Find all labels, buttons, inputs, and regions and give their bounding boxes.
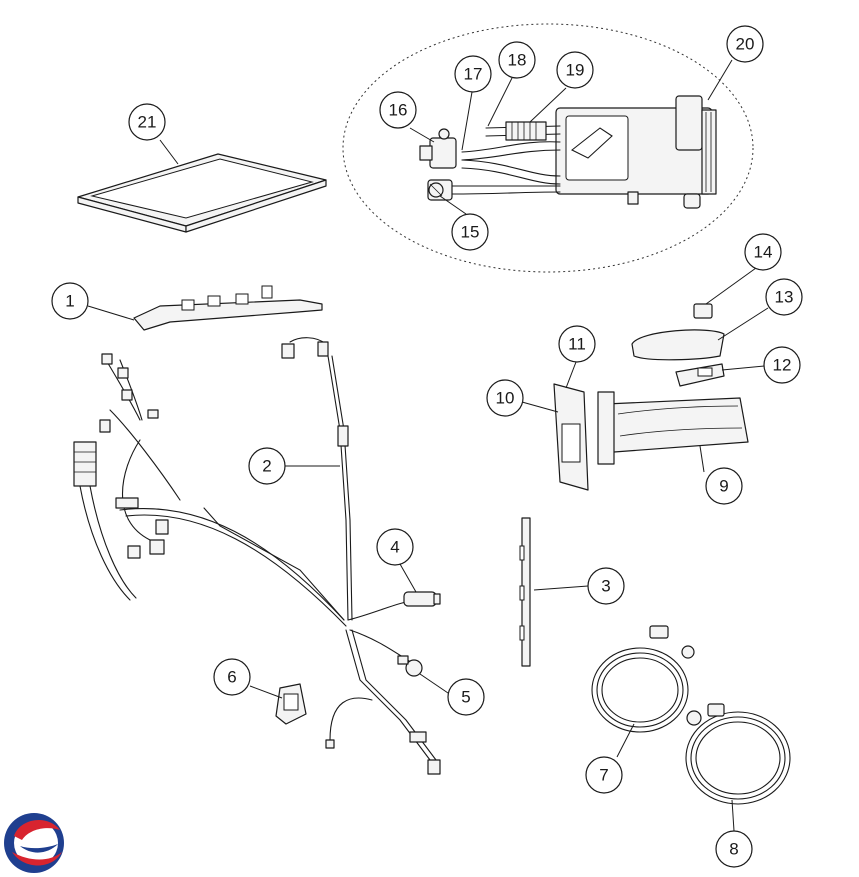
part-16-inlet-valve: [419, 128, 457, 169]
callout-label: 12: [773, 356, 792, 375]
callout-16: 16: [379, 91, 417, 129]
callout-6: 6: [213, 658, 251, 696]
callout-label: 2: [262, 457, 271, 476]
callout-12: 12: [763, 346, 801, 384]
callout-2: 2: [248, 447, 286, 485]
callout-label: 15: [461, 223, 480, 242]
leader-lines: [87, 59, 769, 832]
part-20-dispenser-housing: [555, 95, 717, 209]
callout-label: 8: [729, 840, 738, 859]
callout-label: 1: [65, 292, 74, 311]
part-6-door-lock: [275, 683, 307, 725]
logo-blue-swoosh: [20, 844, 58, 853]
callout-label: 10: [496, 389, 515, 408]
part-17-18-hoses: [449, 141, 561, 195]
callout-1: 1: [51, 282, 89, 320]
logo-red-swoosh-lower: [12, 852, 62, 866]
callout-label: 17: [464, 65, 483, 84]
part-5-pressure-switch: [397, 655, 423, 677]
callout-label: 21: [138, 113, 157, 132]
callout-label: 20: [736, 35, 755, 54]
assembly-20-boundary: [342, 23, 754, 273]
callout-13: 13: [765, 278, 803, 316]
callout-label: 14: [754, 243, 773, 262]
part-19-inlet-hose: [485, 121, 561, 141]
callout-5: 5: [447, 678, 485, 716]
brand-logo-icon: [4, 813, 64, 873]
callout-label: 13: [775, 288, 794, 307]
callout-7: 7: [585, 756, 623, 794]
part-9-drawer-housing: [597, 391, 749, 465]
callout-label: 19: [566, 61, 585, 80]
callout-label: 11: [568, 335, 586, 354]
callout-label: 4: [390, 538, 399, 557]
callout-17: 17: [454, 55, 492, 93]
callout-label: 3: [601, 577, 610, 596]
callout-10: 10: [486, 379, 524, 417]
callout-label: 7: [599, 766, 608, 785]
part-8-drain-hose: [685, 703, 791, 805]
part-13-compartment: [631, 329, 725, 361]
callout-18: 18: [498, 41, 536, 79]
callout-label: 16: [389, 101, 408, 120]
callout-15: 15: [451, 213, 489, 251]
callout-21: 21: [128, 103, 166, 141]
part-14-clip: [693, 303, 713, 319]
callout-label: 5: [461, 688, 470, 707]
callout-label: 9: [719, 477, 728, 496]
part-15-inlet-valve: [427, 179, 453, 201]
callout-8: 8: [715, 830, 753, 868]
logo-red-swoosh: [14, 819, 60, 840]
part-10-drawer-front: [553, 383, 589, 491]
callout-4: 4: [376, 528, 414, 566]
callout-11: 11: [558, 325, 596, 363]
callout-19: 19: [556, 51, 594, 89]
callout-20: 20: [726, 25, 764, 63]
part-2-wiring-harness: [73, 337, 441, 775]
callout-label: 6: [227, 668, 236, 687]
part-21-top-panel: [77, 153, 327, 233]
part-7-inlet-hose: [591, 625, 695, 733]
part-4-sensor: [403, 591, 441, 607]
callout-14: 14: [744, 233, 782, 271]
part-1-control-bracket: [133, 285, 323, 331]
part-12-siphon: [675, 363, 725, 387]
callout-9: 9: [705, 467, 743, 505]
callout-label: 18: [508, 51, 527, 70]
callout-3: 3: [587, 567, 625, 605]
part-3-bracket-strip: [519, 517, 531, 667]
